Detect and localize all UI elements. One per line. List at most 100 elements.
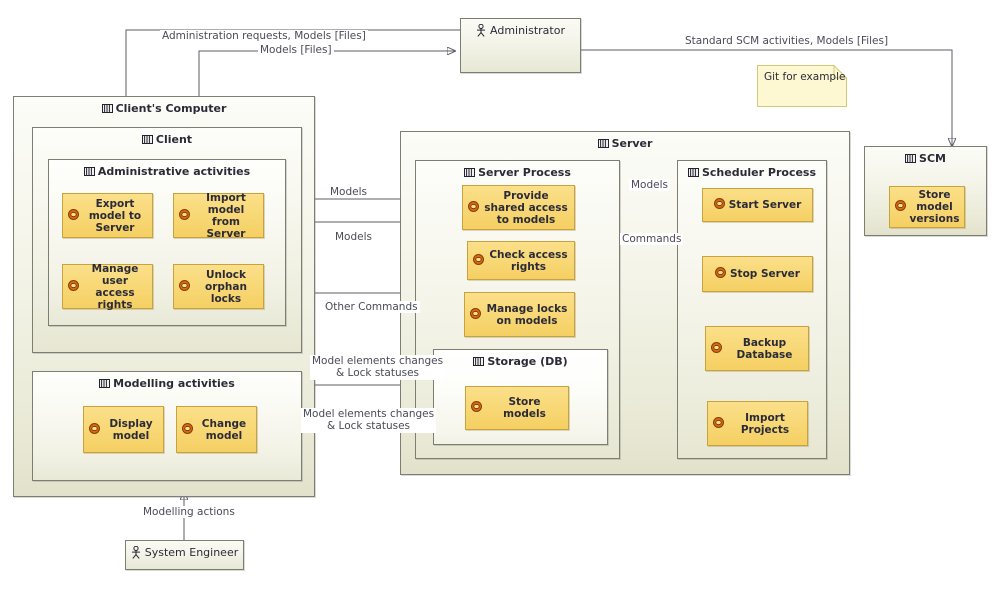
node-scheduler-process-label: Scheduler Process: [701, 166, 817, 179]
node-server-process[interactable]: Server Process Provide shared access to …: [415, 160, 620, 459]
activity-provide-shared-access-label: Provide shared access to models: [484, 189, 568, 226]
node-storage-db[interactable]: Storage (DB) Store models: [433, 349, 608, 445]
activity-backup-database-label: Backup Database: [736, 336, 793, 361]
connector-label-models-files: Models [Files]: [258, 44, 334, 57]
actor-administrator-label: Administrator: [490, 24, 565, 37]
activity-export-model-to-server[interactable]: Export model to Server: [62, 193, 153, 238]
activity-manage-locks-on-models-label: Manage locks on models: [486, 302, 568, 327]
device-stereotype-icon: [101, 103, 113, 118]
activity-change-model-label: Change model: [201, 417, 247, 442]
note-git-text: Git for example: [764, 71, 846, 83]
node-clients-computer-label: Client's Computer: [115, 102, 227, 115]
activity-manage-locks-on-models[interactable]: Manage locks on models: [464, 292, 575, 337]
device-stereotype-icon: [687, 167, 699, 182]
node-administrative-activities-title: Administrative activities: [49, 165, 285, 181]
use-case-icon: [715, 267, 726, 281]
use-case-icon: [68, 208, 79, 223]
device-stereotype-icon: [597, 138, 609, 153]
activity-check-access-rights[interactable]: Check access rights: [467, 241, 575, 280]
device-stereotype-icon: [464, 167, 476, 182]
activity-start-server-label: Start Server: [728, 199, 802, 211]
activity-store-model-versions[interactable]: Store model versions: [889, 186, 965, 228]
activity-import-model-from-server[interactable]: Import model from Server: [173, 192, 264, 240]
connector-label-other-commands: Other Commands: [323, 301, 420, 314]
use-case-icon: [713, 416, 724, 431]
use-case-icon: [179, 208, 190, 223]
use-case-icon: [182, 422, 193, 437]
activity-store-models[interactable]: Store models: [465, 386, 569, 430]
node-storage-db-label: Storage (DB): [487, 355, 568, 368]
activity-manage-user-access-rights-label: Manage user access rights: [91, 262, 139, 311]
node-client-title: Client: [33, 133, 301, 149]
node-scheduler-process[interactable]: Scheduler Process Start Server Stop Serv…: [677, 160, 827, 459]
activity-stop-server[interactable]: Stop Server: [702, 256, 813, 292]
activity-change-model[interactable]: Change model: [176, 406, 257, 453]
model-changes-out-line1: Model elements changes: [303, 408, 435, 420]
node-server-label: Server: [611, 137, 653, 150]
activity-unlock-orphan-locks-label: Unlock orphan locks: [205, 268, 247, 305]
connector-label-models-out: Models: [333, 231, 374, 244]
activity-backup-database[interactable]: Backup Database: [705, 326, 809, 371]
use-case-icon: [89, 422, 100, 437]
connector-label-models-in: Models: [328, 186, 369, 199]
device-stereotype-icon: [905, 153, 917, 168]
actor-system-engineer-label: System Engineer: [144, 546, 239, 559]
use-case-icon: [179, 279, 190, 294]
use-case-icon: [473, 253, 484, 268]
actor-system-engineer[interactable]: System Engineer: [125, 540, 244, 570]
activity-start-server[interactable]: Start Server: [702, 188, 813, 222]
activity-manage-user-access-rights[interactable]: Manage user access rights: [62, 262, 153, 311]
activity-store-models-label: Store models: [503, 396, 546, 420]
model-changes-out-line2: & Lock statuses: [327, 420, 411, 433]
node-scm-label: SCM: [919, 152, 946, 165]
use-case-icon: [894, 200, 906, 214]
node-server-process-label: Server Process: [478, 166, 571, 179]
use-case-icon: [468, 200, 479, 215]
node-modelling-activities[interactable]: Modelling activities Display model Chang…: [32, 371, 302, 481]
actor-stick-figure-icon: [131, 545, 141, 563]
node-server-process-title: Server Process: [416, 166, 619, 182]
use-case-icon: [68, 279, 79, 294]
node-modelling-activities-title: Modelling activities: [33, 377, 301, 393]
activity-import-projects-label: Import Projects: [740, 411, 790, 436]
connector-label-model-changes-in: Model elements changes & Lock statuses: [310, 355, 446, 380]
device-stereotype-icon: [141, 134, 153, 149]
note-git-for-example: Git for example: [757, 65, 847, 107]
node-administrative-activities[interactable]: Administrative activities Export model t…: [48, 159, 286, 326]
activity-provide-shared-access[interactable]: Provide shared access to models: [462, 185, 575, 230]
activity-import-projects[interactable]: Import Projects: [707, 401, 808, 446]
activity-export-model-to-server-label: Export model to Server: [88, 197, 142, 234]
node-scheduler-process-title: Scheduler Process: [678, 166, 826, 182]
device-stereotype-icon: [99, 378, 111, 393]
activity-display-model[interactable]: Display model: [83, 406, 164, 453]
node-clients-computer-title: Client's Computer: [14, 102, 314, 118]
node-scm-title: SCM: [865, 152, 986, 168]
activity-check-access-rights-label: Check access rights: [489, 248, 568, 273]
connector-label-administration-requests: Administration requests, Models [Files]: [160, 30, 368, 43]
use-case-icon: [711, 341, 722, 356]
node-storage-db-title: Storage (DB): [434, 355, 607, 371]
activity-unlock-orphan-locks[interactable]: Unlock orphan locks: [173, 264, 264, 309]
device-stereotype-icon: [83, 166, 95, 181]
use-case-icon: [713, 198, 725, 212]
node-administrative-activities-label: Administrative activities: [97, 165, 251, 178]
activity-display-model-label: Display model: [109, 417, 153, 442]
node-client-label: Client: [155, 133, 193, 146]
node-scm[interactable]: SCM Store model versions: [864, 146, 987, 236]
connector-label-models-scheduler: Models: [629, 179, 670, 192]
device-stereotype-icon: [473, 356, 485, 371]
actor-administrator[interactable]: Administrator: [460, 18, 581, 73]
actor-administrator-title: Administrator: [461, 23, 580, 41]
model-changes-in-line1: Model elements changes: [312, 355, 444, 367]
use-case-icon: [471, 401, 482, 415]
connector-label-commands-scheduler: Commands: [620, 233, 684, 246]
connector-label-model-changes-out: Model elements changes & Lock statuses: [301, 408, 437, 433]
connector-label-standard-scm-activities: Standard SCM activities, Models [Files]: [683, 35, 891, 48]
connector-label-modelling-actions: Modelling actions: [141, 506, 237, 519]
activity-store-model-versions-label: Store model versions: [909, 189, 960, 225]
activity-stop-server-label: Stop Server: [730, 268, 800, 280]
node-modelling-activities-label: Modelling activities: [113, 377, 235, 390]
actor-system-engineer-title: System Engineer: [126, 545, 243, 563]
actor-stick-figure-icon: [476, 23, 486, 41]
